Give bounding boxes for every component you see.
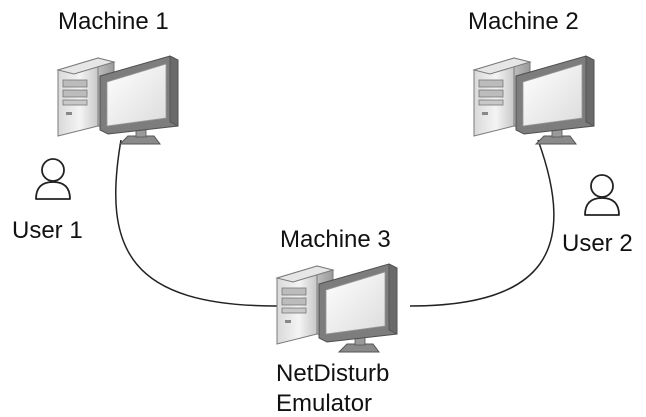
cable-machine2-to-machine3 [409, 139, 555, 307]
machine-2-computer-icon [473, 55, 595, 145]
cable-machine1-to-machine3 [115, 139, 278, 307]
machine-1-label: Machine 1 [58, 8, 169, 35]
machine-3-label: Machine 3 [280, 226, 391, 253]
user-1-label: User 1 [12, 217, 83, 244]
machine-1-computer-icon [57, 55, 179, 145]
user-2-icon [584, 174, 620, 216]
user-1-icon [35, 158, 71, 200]
machine-2-label: Machine 2 [468, 8, 579, 35]
user-2-label: User 2 [562, 230, 633, 257]
machine-3-computer-icon [276, 263, 398, 353]
emulator-type-label: Emulator [276, 390, 373, 417]
emulator-name-label: NetDisturb [276, 360, 390, 387]
